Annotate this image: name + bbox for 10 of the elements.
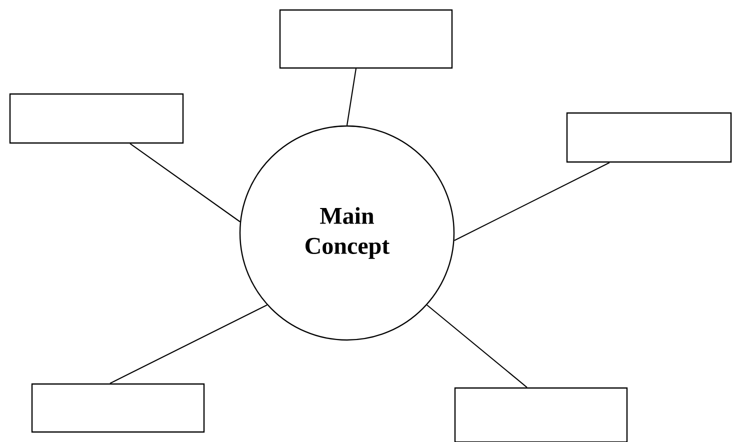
empty-box <box>9 93 184 144</box>
connector-line <box>130 143 240 222</box>
connector-line <box>454 162 610 241</box>
empty-box <box>566 112 732 163</box>
empty-box <box>279 9 453 69</box>
connector-line <box>346 68 357 126</box>
empty-box <box>31 383 205 433</box>
empty-box <box>454 387 628 442</box>
connector-line <box>426 304 528 388</box>
connector-line <box>110 304 268 384</box>
